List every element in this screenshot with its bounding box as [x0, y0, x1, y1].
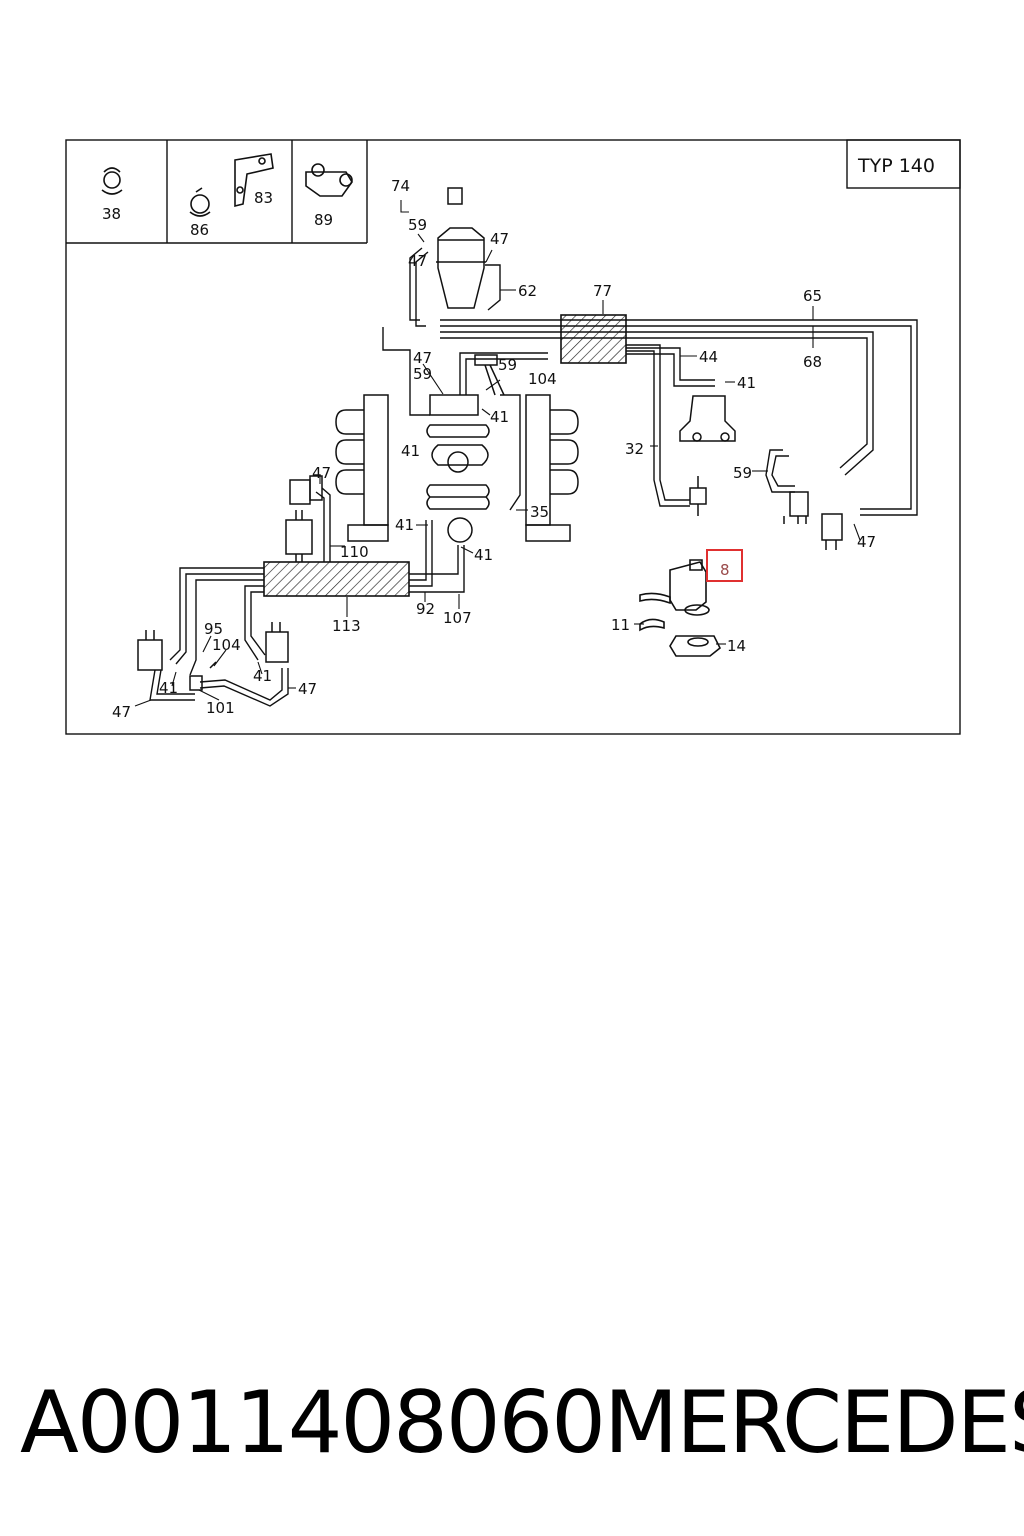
callout: 41	[401, 442, 420, 460]
engine-components	[137, 187, 843, 691]
pressure-converter	[285, 519, 313, 555]
callout: 35	[530, 503, 549, 521]
harness-block-113	[263, 561, 410, 597]
inset-clip-icons	[101, 153, 353, 217]
diagram-frame	[65, 139, 961, 735]
highlight-box-part-8	[706, 549, 743, 582]
callout: 92	[416, 600, 435, 618]
callout: 41	[395, 516, 414, 534]
part-number: A0011408060	[20, 1373, 606, 1473]
converter-left-b	[265, 631, 289, 663]
vacuum-lines	[149, 247, 918, 707]
callout: 59	[408, 216, 427, 234]
inset-label-83: 83	[254, 189, 273, 207]
callout: 59	[413, 365, 432, 383]
callout: 59	[498, 356, 517, 374]
callout: 68	[803, 353, 822, 371]
air-filter-housing	[437, 227, 485, 309]
leader-lines	[134, 200, 861, 707]
sensor-32	[689, 487, 707, 505]
callout: 47	[413, 349, 432, 367]
hose-11	[639, 592, 671, 632]
clip-38-icon	[101, 167, 123, 195]
callout: 47	[112, 703, 131, 721]
callout: 41	[737, 374, 756, 392]
callout: 41	[253, 667, 272, 685]
callout: 77	[593, 282, 612, 300]
bracket-41	[679, 395, 736, 442]
callout: 14	[727, 637, 746, 655]
callout: 44	[699, 348, 718, 366]
gasket-14	[669, 635, 722, 657]
callout: 113	[332, 617, 361, 635]
callout: 59	[733, 464, 752, 482]
callout: 65	[803, 287, 822, 305]
intake-bellows	[426, 424, 490, 510]
inset-label-86: 86	[190, 221, 209, 239]
bracket-83-icon	[234, 153, 274, 208]
inset-label-38: 38	[102, 205, 121, 223]
callout: 107	[443, 609, 472, 627]
vacuum-line-diagram: TYP 140 38 86 83 89	[65, 139, 961, 735]
clip-86-icon	[189, 187, 211, 217]
callout: 11	[611, 616, 630, 634]
callout: 95	[204, 620, 223, 638]
part-callouts: 74 59 47 47 62 77 65 68 44 41 47 59 59 1…	[112, 177, 876, 721]
left-manifold	[363, 394, 389, 526]
callout: 41	[490, 408, 509, 426]
callout: 41	[159, 679, 178, 697]
callout: 101	[206, 699, 235, 717]
callout-part-8: 8	[720, 561, 730, 579]
callout: 32	[625, 440, 644, 458]
callout: 47	[857, 533, 876, 551]
callout: 47	[490, 230, 509, 248]
brand-name: MERCEDES	[604, 1373, 1024, 1473]
holder-89-icon	[305, 163, 353, 197]
highlighted-part-group	[639, 559, 722, 657]
callout: 104	[528, 370, 557, 388]
throttle-body	[431, 444, 489, 466]
callout: 74	[391, 177, 410, 195]
callout: 110	[340, 543, 369, 561]
callout: 41	[474, 546, 493, 564]
converter-left-a	[137, 639, 163, 671]
caption: A0011408060 MERCEDES	[20, 1368, 1024, 1478]
switchover-valve-59	[474, 354, 505, 396]
callout: 47	[408, 252, 427, 270]
type-label: TYP 140	[857, 155, 935, 177]
callout: 47	[298, 680, 317, 698]
callout: 104	[212, 636, 241, 654]
valve-62	[429, 394, 479, 416]
converter-right-b	[821, 513, 843, 541]
inset-label-89: 89	[314, 211, 333, 229]
callout: 47	[312, 464, 331, 482]
harness-block-77	[560, 314, 627, 364]
converter-right-a	[789, 491, 809, 517]
callout: 62	[518, 282, 537, 300]
